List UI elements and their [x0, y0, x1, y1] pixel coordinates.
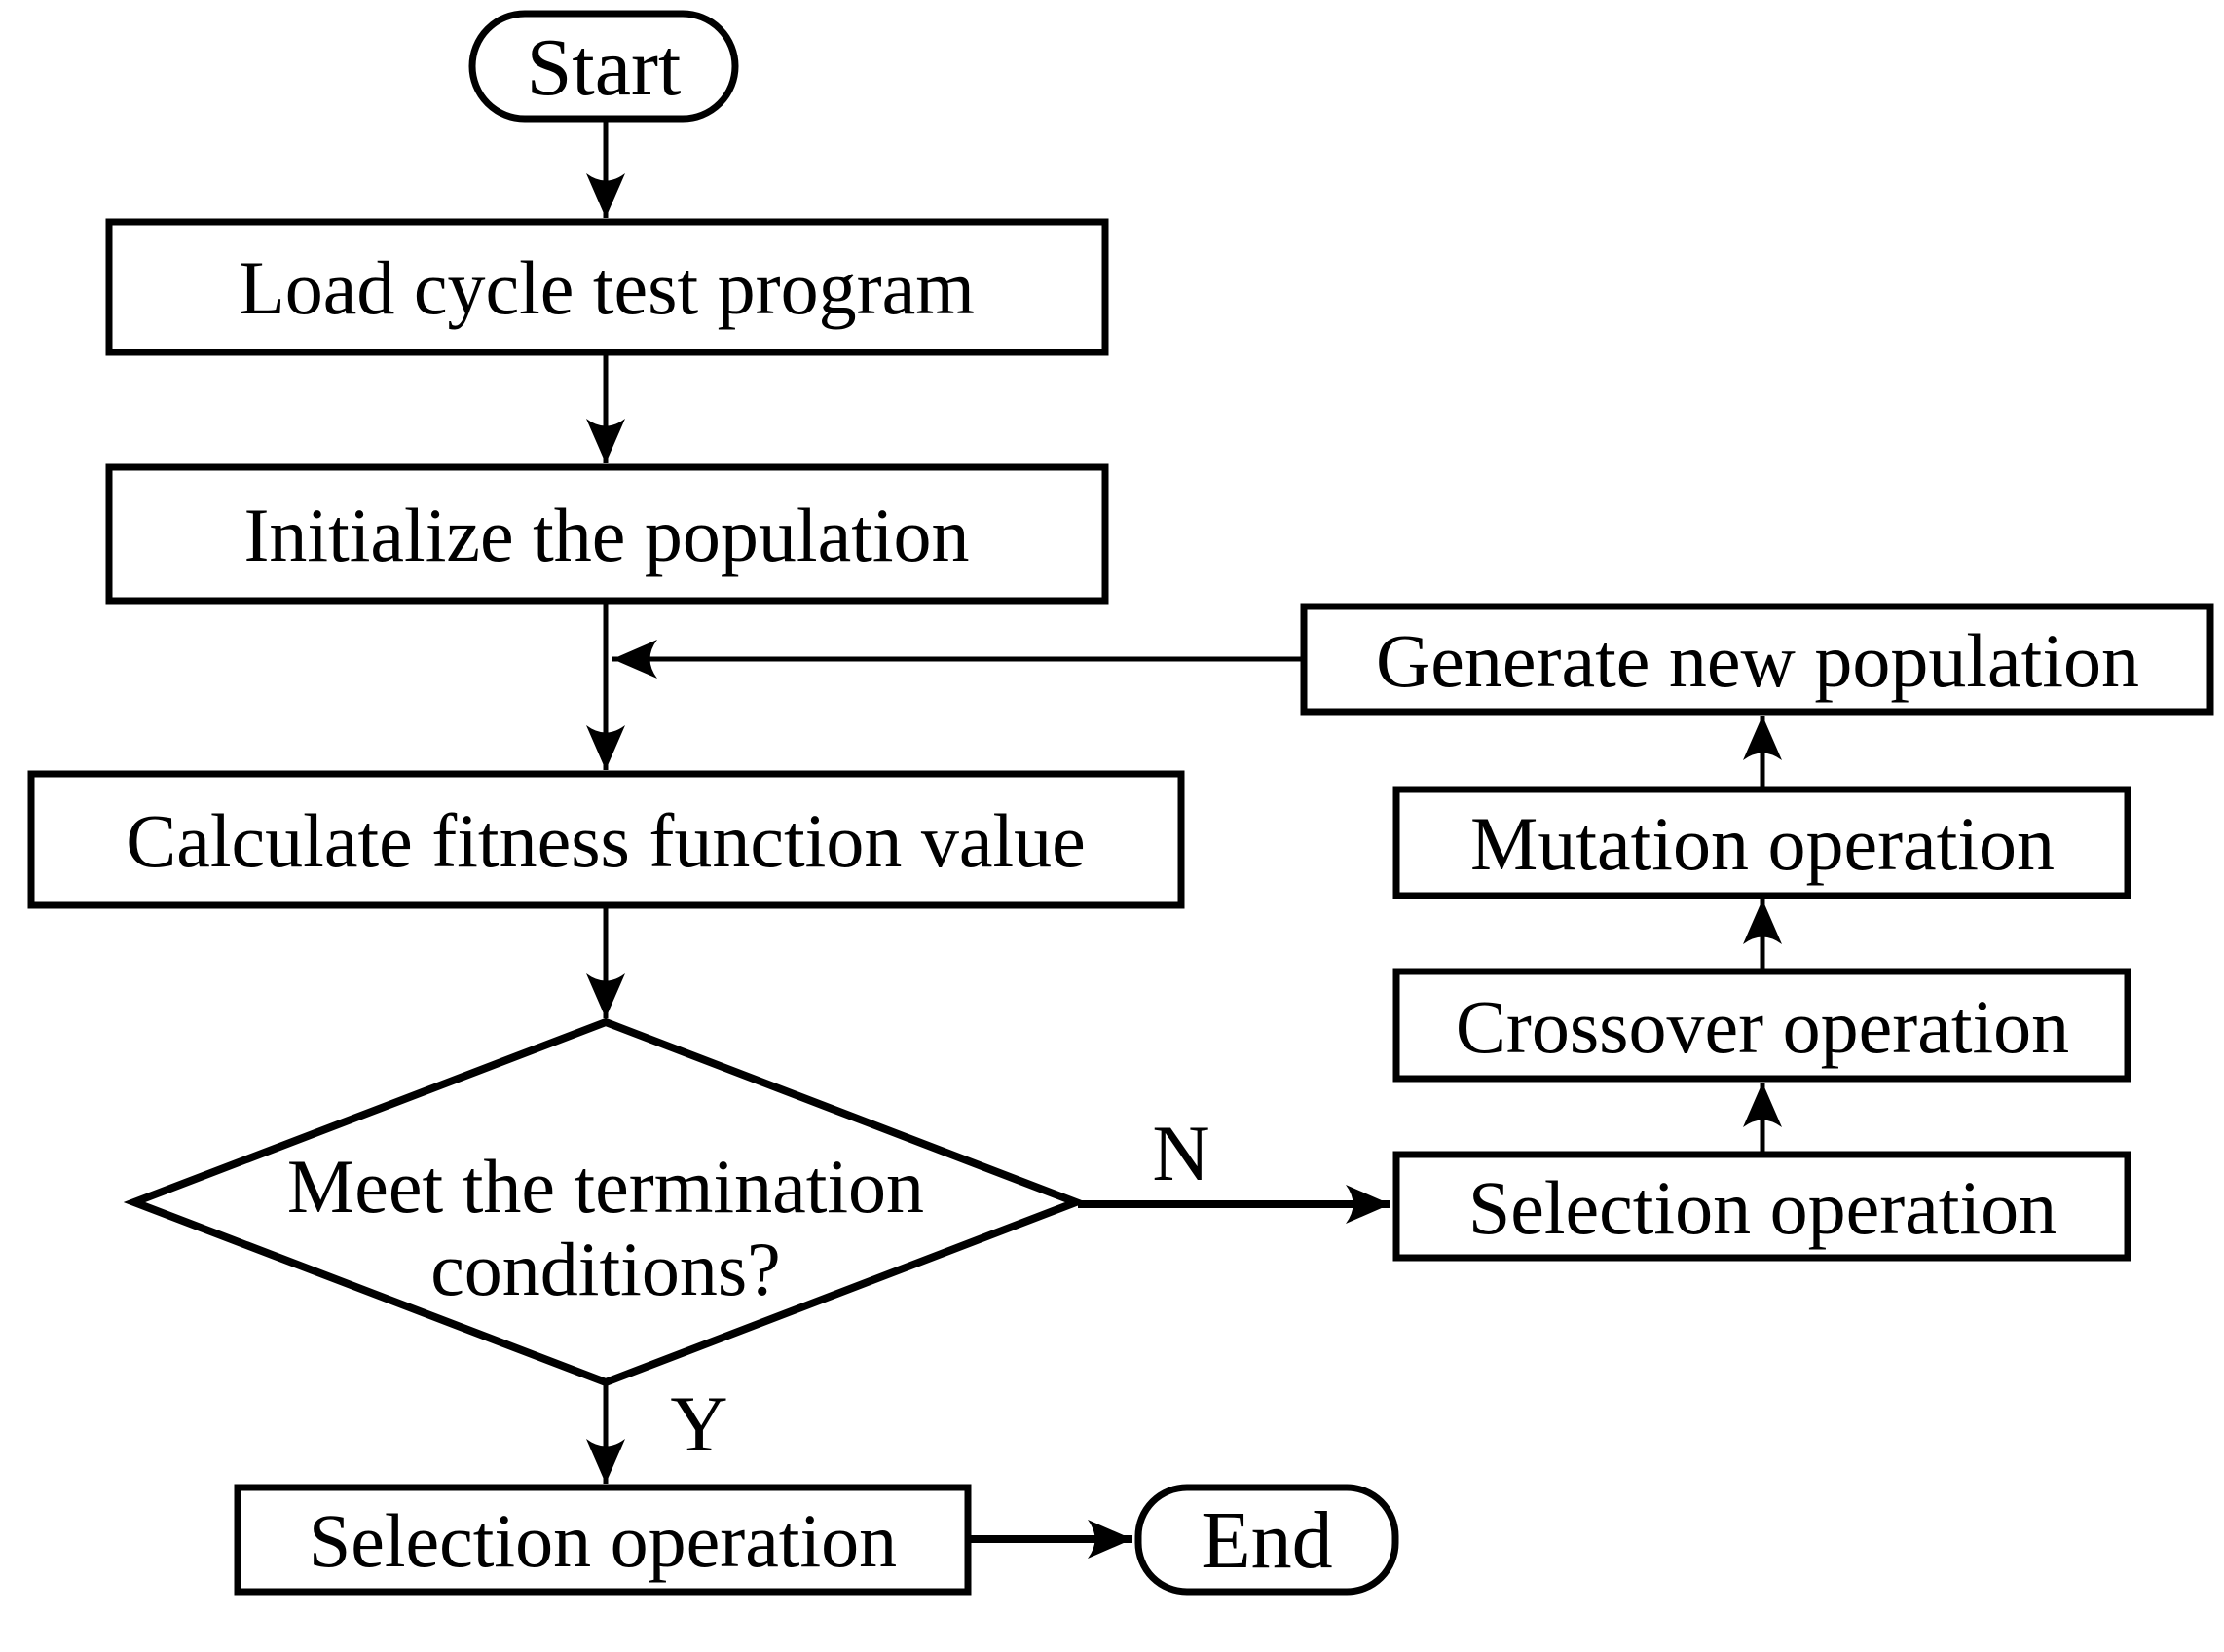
mutation-label: Mutation operation: [1470, 801, 2055, 886]
node-end: End: [1134, 1484, 1399, 1596]
selection-branch-label: Selection operation: [1468, 1165, 2057, 1250]
generate-population-label: Generate new population: [1376, 618, 2139, 703]
node-calculate-fitness: Calculate fitness function value: [27, 770, 1185, 909]
generate-population-shape: [1300, 603, 2214, 716]
mutation-shape: [1392, 786, 2131, 899]
end-terminator-shape: [1134, 1484, 1399, 1596]
load-program-label: Load cycle test program: [239, 245, 975, 330]
calculate-fitness-label: Calculate fitness function value: [126, 798, 1086, 883]
end-label: End: [1201, 1495, 1332, 1586]
node-initialize: Initialize the population: [105, 463, 1109, 605]
termination-decision-label-line1: Meet the termination: [287, 1144, 924, 1229]
branch-label-no: N: [1152, 1109, 1209, 1197]
initialize-label: Initialize the population: [243, 493, 969, 577]
termination-decision-label-line2: conditions?: [430, 1227, 781, 1311]
selection-branch-shape: [1392, 1151, 2131, 1262]
start-terminator-shape: [468, 10, 739, 123]
node-selection-final: Selection operation: [234, 1484, 972, 1596]
start-label: Start: [527, 22, 682, 113]
selection-final-label: Selection operation: [309, 1498, 897, 1583]
node-crossover: Crossover operation: [1392, 968, 2131, 1083]
node-selection-branch: Selection operation: [1392, 1151, 2131, 1262]
node-mutation: Mutation operation: [1392, 786, 2131, 899]
node-load-program: Load cycle test program: [105, 218, 1109, 356]
node-termination-decision: Meet the termination conditions?: [123, 1017, 1088, 1387]
calculate-fitness-shape: [27, 770, 1185, 909]
load-program-shape: [105, 218, 1109, 356]
edges: [586, 119, 1782, 1559]
termination-decision-shape: [123, 1017, 1088, 1387]
selection-final-shape: [234, 1484, 972, 1596]
node-start: Start: [468, 10, 739, 123]
crossover-label: Crossover operation: [1456, 984, 2069, 1069]
initialize-shape: [105, 463, 1109, 605]
branch-label-yes: Y: [670, 1379, 727, 1468]
node-generate-population: Generate new population: [1300, 603, 2214, 716]
crossover-shape: [1392, 968, 2131, 1083]
